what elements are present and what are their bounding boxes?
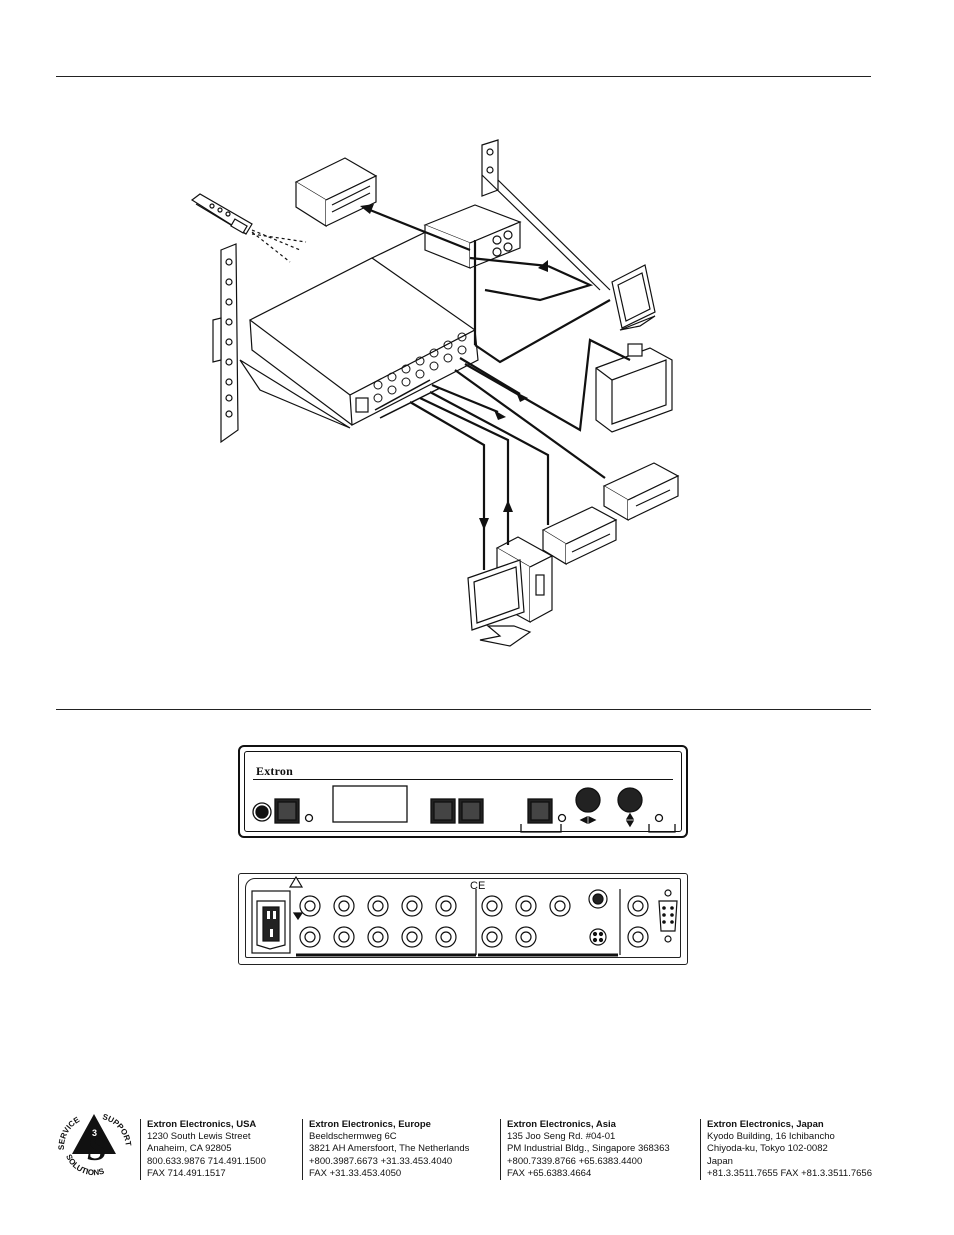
svideo-connector (589, 928, 607, 946)
left-rack-rail (212, 243, 239, 444)
office-line: FAX +31.33.453.4050 (309, 1167, 402, 1179)
middle-rule (56, 709, 871, 710)
rear-panel-frame: CE (245, 875, 681, 958)
tv-monitor (595, 343, 673, 433)
remote-control (190, 193, 307, 263)
dvd-player (541, 506, 618, 566)
office-name: Extron Electronics, Europe (309, 1119, 431, 1130)
office-name: Extron Electronics, USA (147, 1119, 257, 1130)
bnc-output-group (481, 895, 571, 948)
system-diagram (190, 139, 680, 647)
office-line: FAX +65.6383.4664 (507, 1167, 592, 1179)
contact-asia: Extron Electronics, Asia 135 Joo Seng Rd… (500, 1119, 670, 1181)
office-line: Chiyoda-ku, Tokyo 102-0082 (707, 1143, 828, 1155)
lcd-monitor (467, 559, 532, 647)
rear-panel: CE (238, 873, 688, 965)
office-line: 135 Joo Seng Rd. #04-01 (507, 1131, 616, 1143)
touch-panel (611, 264, 656, 331)
brand-divider (253, 779, 673, 780)
lcd-display (332, 785, 408, 823)
s3-logo-icon: SERVICE SUPPORT SOLUTIONS S 3 (57, 1112, 132, 1177)
office-line: 800.633.9876 714.491.1500 (147, 1155, 266, 1167)
horizontal-knob (575, 787, 601, 813)
power-led-icon (304, 813, 314, 823)
ir-sensor-icon (252, 802, 272, 822)
office-line: +800.7339.8766 +65.6383.4400 (507, 1155, 643, 1167)
office-name: Extron Electronics, Japan (707, 1119, 824, 1130)
right-rack-rail (481, 139, 611, 291)
vcr-right (602, 462, 680, 522)
bnc-input-group (299, 895, 457, 948)
scaler-unit (239, 229, 479, 429)
front-panel-frame: Extron (244, 751, 682, 833)
rs232-port (658, 889, 678, 943)
office-line: PM Industrial Bldg., Singapore 368363 (507, 1143, 670, 1155)
office-line: Anaheim, CA 92805 (147, 1143, 232, 1155)
vcr-top (294, 157, 378, 228)
menu-led-icon (557, 813, 567, 823)
status-led-icon (654, 813, 664, 823)
office-line: Kyodo Building, 16 Ichibancho (707, 1131, 835, 1143)
office-line: 3821 AH Amersfoort, The Netherlands (309, 1143, 470, 1155)
brand-label: Extron (256, 764, 293, 778)
svg-text:S: S (87, 1128, 107, 1168)
office-line: +800.3987.6673 +31.33.453.4040 (309, 1155, 453, 1167)
svg-text:3: 3 (92, 1128, 97, 1138)
front-panel-controls (252, 785, 676, 833)
top-rule (56, 76, 871, 77)
contact-japan: Extron Electronics, Japan Kyodo Building… (700, 1119, 872, 1181)
office-line: +81.3.3511.7655 FAX +81.3.3511.7656 (707, 1167, 872, 1179)
warning-icon (288, 875, 304, 888)
vertical-knob (617, 787, 643, 813)
contact-usa: Extron Electronics, USA 1230 South Lewis… (140, 1119, 266, 1181)
ce-mark: CE (470, 880, 485, 892)
contact-footer: SERVICE SUPPORT SOLUTIONS S 3 Extron Ele… (56, 1108, 886, 1188)
office-name: Extron Electronics, Asia (507, 1119, 616, 1130)
office-line: Japan (707, 1155, 733, 1167)
rear-panel-connectors: CE (251, 875, 678, 957)
office-line: FAX 714.491.1517 (147, 1167, 226, 1179)
contact-europe: Extron Electronics, Europe Beeldschermwe… (302, 1119, 470, 1181)
office-line: 1230 South Lewis Street (147, 1131, 251, 1143)
front-panel: Extron (238, 745, 688, 838)
office-line: Beeldschermweg 6C (309, 1131, 397, 1143)
